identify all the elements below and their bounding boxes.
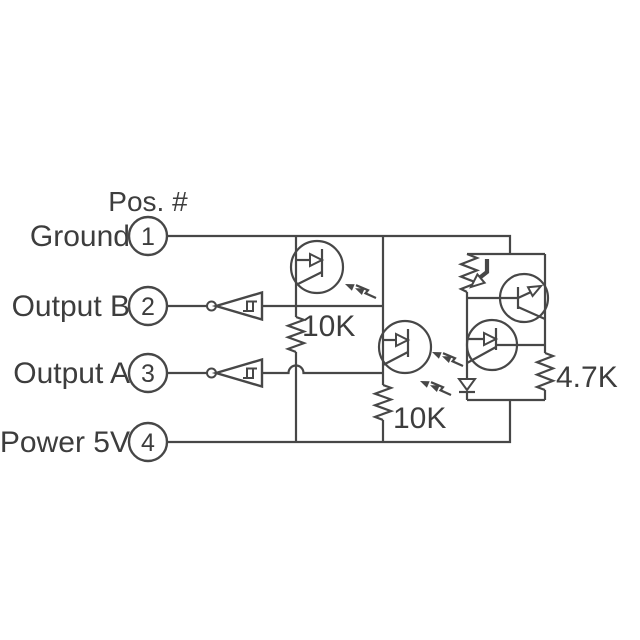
hysteresis-icon [243, 300, 257, 312]
power-rail-wire [167, 400, 512, 444]
pin-label-output-a: Output A [13, 357, 130, 390]
led-driver-block [457, 252, 557, 402]
light-arrow-1-icon [345, 284, 377, 300]
emitter-arrow-icon [483, 331, 499, 347]
emitter-arrow-icon [526, 284, 544, 298]
light-arrow-2-icon [432, 352, 464, 368]
resistor-r2 [371, 383, 395, 422]
hysteresis-icon [243, 367, 257, 379]
driver-transistor-top [467, 272, 550, 324]
resistor-r1-label: 10K [302, 310, 355, 343]
ground-rail-wire [167, 234, 512, 254]
pin-label-power-5v: Power 5V [0, 426, 130, 459]
pin-2-terminal: 2 [127, 285, 169, 327]
resistor-r1 [284, 315, 308, 354]
led-emitter [457, 378, 477, 394]
feedback-arrow-icon [469, 259, 490, 289]
pin-1-terminal: 1 [127, 215, 169, 257]
pin-4-terminal: 4 [127, 421, 169, 463]
resistor-r3-label: 4.7K [556, 361, 618, 394]
schmitt-inverter-a [167, 357, 383, 389]
phototransistor-2 [377, 319, 433, 375]
resistor-r2-label: 10K [393, 402, 446, 435]
pin-1-number: 1 [141, 223, 155, 251]
bias-resistor [457, 252, 481, 293]
pin-3-number: 3 [141, 360, 155, 388]
driver-transistor-bottom [465, 318, 545, 372]
light-arrow-3-icon [420, 381, 452, 397]
pin-label-output-b: Output B [12, 290, 130, 323]
pin-4-number: 4 [141, 429, 155, 457]
phototransistor-1 [289, 239, 345, 295]
schmitt-inverter-b [167, 290, 383, 322]
emitter-arrow-icon [309, 252, 325, 268]
pin-3-terminal: 3 [127, 352, 169, 394]
pin-label-ground: Ground [30, 220, 130, 253]
pin-2-number: 2 [141, 293, 155, 321]
emitter-arrow-icon [395, 332, 411, 348]
resistor-r3 [533, 351, 557, 392]
wire-hop [262, 364, 383, 375]
pos-number-heading: Pos. # [108, 186, 188, 217]
